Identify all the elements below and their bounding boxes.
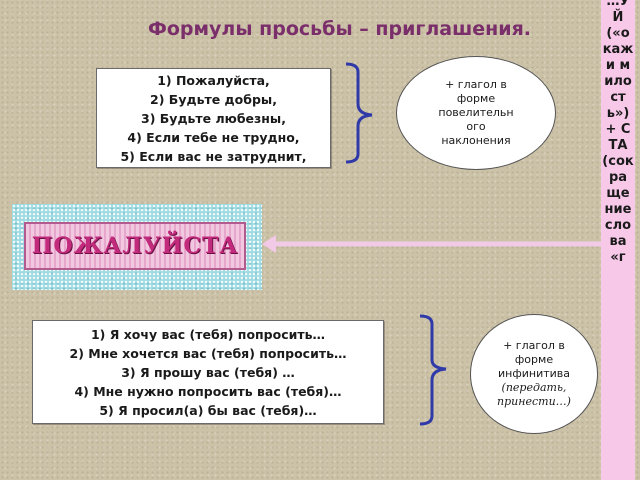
list-item: 1) Пожалуйста, <box>157 72 270 88</box>
bubble-line: + глагол в <box>445 78 507 91</box>
list-item: 2) Мне хочется вас (тебя) попросить… <box>69 345 347 361</box>
bubble-line: (передать, <box>501 381 567 394</box>
bubble-line: наклонения <box>441 134 511 147</box>
list-item: 3) Будьте любезны, <box>141 110 286 126</box>
bubble-line: форме <box>514 353 554 366</box>
bracket-2 <box>419 314 447 426</box>
bubble-line: ого <box>466 120 486 133</box>
bubble-line: повелительн <box>438 106 514 119</box>
list-item: 3) Я прошу вас (тебя) … <box>121 364 295 380</box>
list-item: 4) Если тебе не трудно, <box>127 129 300 145</box>
bubble-line: инфинитива <box>497 367 570 380</box>
infinitive-verb-bubble: + глагол в форме инфинитива (передать, п… <box>470 314 598 434</box>
list-item: 2) Будьте добры, <box>150 91 277 107</box>
request-formulas-box-1: 1) Пожалуйста, 2) Будьте добры, 3) Будьт… <box>96 68 331 168</box>
bubble-line: + глагол в <box>503 339 565 352</box>
page-title: Формулы просьбы – приглашения. <box>148 18 531 40</box>
list-item: 5) Если вас не затруднит, <box>120 148 307 164</box>
pozhaluysta-banner: ПОЖАЛУЙСТА <box>12 204 262 290</box>
list-item: 5) Я просил(а) бы вас (тебя)… <box>99 402 317 418</box>
etymology-text: …УЙ («окажи милость») + СТА (сокращение … <box>602 0 634 265</box>
request-formulas-box-2: 1) Я хочу вас (тебя) попросить… 2) Мне х… <box>32 320 384 424</box>
bracket-1 <box>345 62 373 164</box>
arrow-head <box>262 235 276 253</box>
bubble-line: форме <box>456 92 496 105</box>
list-item: 4) Мне нужно попросить вас (тебя)… <box>74 383 342 399</box>
banner-word: ПОЖАЛУЙСТА <box>24 222 246 270</box>
imperative-verb-bubble: + глагол в форме повелительн ого наклоне… <box>396 56 556 170</box>
etymology-strip: …УЙ («окажи милость») + СТА (сокращение … <box>601 0 635 480</box>
list-item: 1) Я хочу вас (тебя) попросить… <box>90 326 326 342</box>
bubble-line: принести…) <box>497 395 571 408</box>
